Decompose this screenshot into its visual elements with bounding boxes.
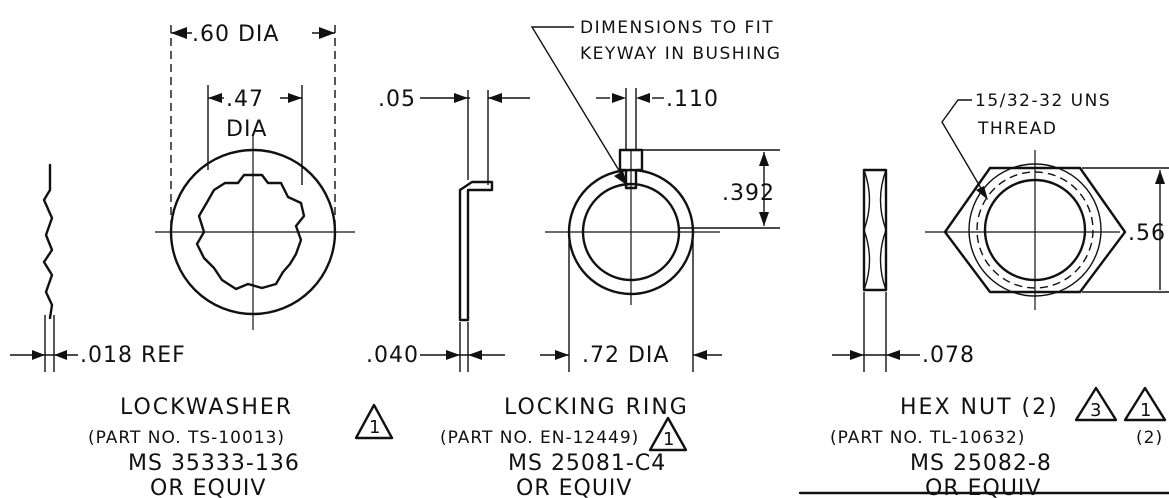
arrow-head bbox=[976, 186, 988, 200]
hex-nut-equiv: OR EQUIV bbox=[925, 476, 1041, 498]
lockwasher-equiv: OR EQUIV bbox=[150, 476, 266, 498]
lockwasher-part-number: (PART NO. TS-10013) bbox=[88, 428, 285, 448]
hex-nut-side-view bbox=[862, 168, 888, 292]
hex-nut-thread-leader bbox=[941, 99, 986, 196]
lockwasher-title: LOCKWASHER bbox=[120, 395, 293, 420]
arrow-head bbox=[171, 27, 187, 39]
hex-nut-ms-spec: MS 25082-8 bbox=[910, 451, 1052, 476]
lockwasher-group: .018 REF .60 DIA .47 DIA LOCKWASHER (PAR… bbox=[10, 22, 394, 498]
arrow-head bbox=[488, 93, 502, 103]
hex-nut-thread-line2: THREAD bbox=[977, 119, 1057, 139]
arrow-head bbox=[32, 350, 45, 360]
locking-ring-title: LOCKING RING bbox=[504, 395, 689, 420]
arrow-head bbox=[612, 93, 626, 103]
hex-nut-part-quantity: (2) bbox=[1136, 428, 1163, 448]
locking-ring-tab-height-dimension: .05 bbox=[378, 87, 416, 112]
locking-ring-key-height-dimension: .392 bbox=[722, 181, 775, 206]
arrow-head bbox=[693, 350, 707, 360]
arrow-head bbox=[208, 93, 222, 103]
arrow-head bbox=[288, 93, 302, 103]
revision-triangle-icon bbox=[1074, 386, 1118, 422]
arrow-head bbox=[446, 350, 460, 360]
hex-nut-thread-major-circle bbox=[976, 171, 1094, 289]
locking-ring-tab-width-dimension: .110 bbox=[666, 87, 719, 112]
arrow-head bbox=[319, 27, 335, 39]
arrow-head bbox=[614, 171, 628, 186]
hex-nut-group: .078 .56 15/32-32 UNS THREAD HEX NUT (2)… bbox=[798, 91, 1169, 498]
locking-ring-od-dimension: .72 DIA bbox=[582, 343, 669, 368]
lockwasher-ms-spec: MS 35333-136 bbox=[128, 451, 300, 476]
revision-triangle-icon bbox=[354, 403, 394, 440]
hex-nut-side-chamfers bbox=[863, 169, 887, 291]
hex-nut-title: HEX NUT (2) bbox=[900, 395, 1059, 420]
locking-ring-equiv: OR EQUIV bbox=[516, 476, 632, 498]
locking-ring-ms-spec: MS 25081-C4 bbox=[508, 451, 666, 476]
lockwasher-id-dimension: .47 bbox=[226, 87, 264, 112]
hex-nut-flats-dimension: .56 bbox=[1128, 221, 1166, 246]
arrow-head bbox=[468, 350, 482, 360]
arrow-head bbox=[636, 93, 650, 103]
arrow-head bbox=[54, 350, 67, 360]
locking-ring-thickness-dimension: .040 bbox=[366, 343, 419, 368]
locking-ring-side-view bbox=[458, 180, 494, 322]
locking-ring-group: DIMENSIONS TO FIT KEYWAY IN BUSHING .05 … bbox=[366, 18, 781, 498]
revision-triangle-icon bbox=[648, 416, 688, 452]
arrow-head bbox=[454, 93, 468, 103]
lockwasher-inner-teeth bbox=[195, 173, 306, 291]
hex-nut-revision-number-b: 1 bbox=[1140, 400, 1151, 421]
lockwasher-thickness-dimension: .018 REF bbox=[80, 343, 186, 368]
locking-ring-note-leader bbox=[530, 26, 627, 183]
arrow-head bbox=[850, 350, 864, 360]
revision-triangle-icon bbox=[1123, 386, 1167, 422]
hex-nut-part-number: (PART NO. TL-10632) bbox=[830, 428, 1025, 448]
hex-nut-thickness-dimension: .078 bbox=[922, 343, 975, 368]
locking-ring-part-number: (PART NO. EN-12449) bbox=[440, 428, 639, 448]
hex-nut-thread-line1: 15/32-32 UNS bbox=[975, 91, 1111, 111]
locking-ring-key-tab bbox=[618, 148, 644, 190]
locking-ring-note-line2: KEYWAY IN BUSHING bbox=[580, 44, 781, 64]
locking-ring-revision-number: 1 bbox=[663, 429, 674, 450]
arrow-head bbox=[555, 350, 569, 360]
arrow-head bbox=[759, 212, 769, 226]
hex-nut-revision-number-a: 3 bbox=[1090, 400, 1101, 421]
lockwasher-revision-number: 1 bbox=[369, 417, 380, 438]
lockwasher-id-dia-label: DIA bbox=[226, 117, 267, 142]
lockwasher-edge-view bbox=[42, 163, 54, 320]
locking-ring-note-line1: DIMENSIONS TO FIT bbox=[580, 18, 774, 38]
arrow-head bbox=[1155, 170, 1165, 184]
arrow-head bbox=[886, 350, 900, 360]
lockwasher-od-dimension: .60 DIA bbox=[192, 22, 279, 47]
arrow-head bbox=[759, 152, 769, 166]
